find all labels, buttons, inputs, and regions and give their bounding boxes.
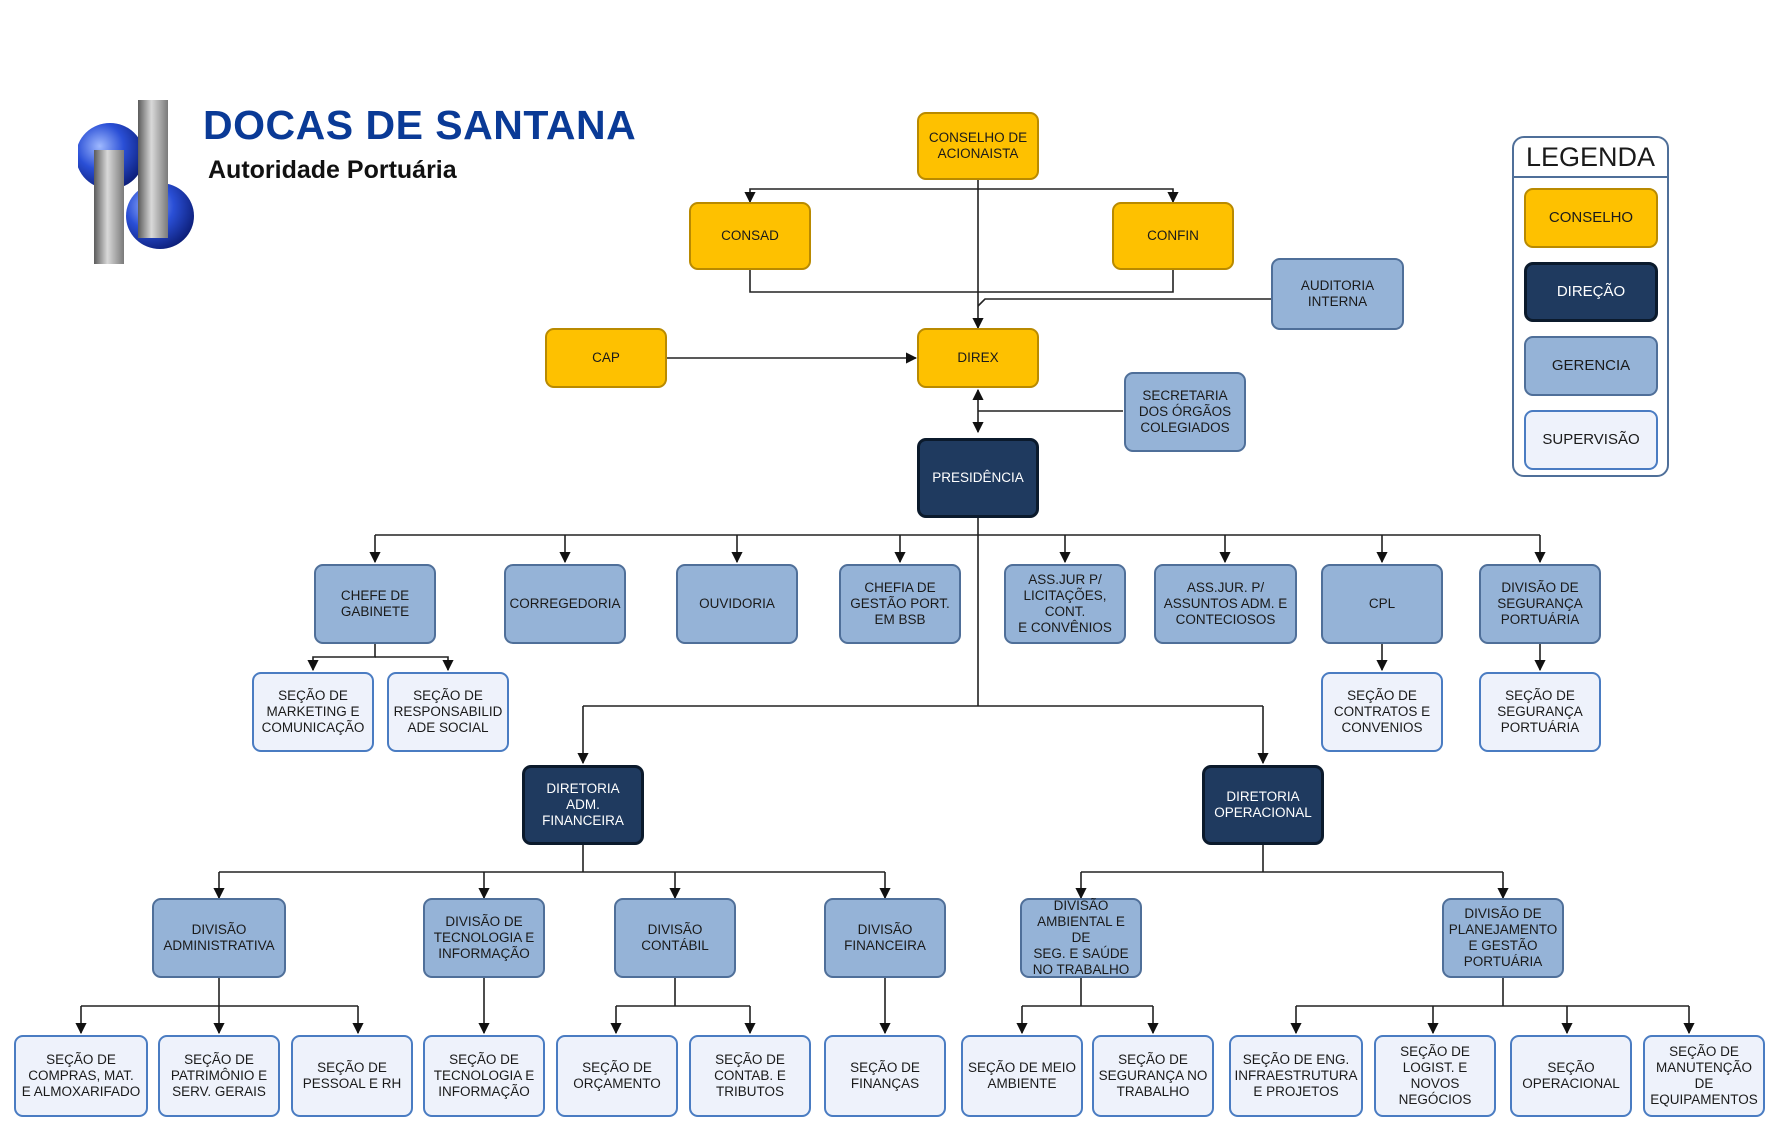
node-consad[interactable]: CONSAD (689, 202, 811, 270)
node-assjur-adm[interactable]: ASS.JUR. P/ ASSUNTOS ADM. E CONTECIOSOS (1154, 564, 1297, 644)
node-secao-seguranca-trabalho[interactable]: SEÇÃO DE SEGURANÇA NO TRABALHO (1092, 1035, 1214, 1117)
node-secao-orcamento[interactable]: SEÇÃO DE ORÇAMENTO (556, 1035, 678, 1117)
node-conselho-acionista[interactable]: CONSELHO DE ACIONAISTA (917, 112, 1039, 180)
legend-item-direcao: DIREÇÃO (1524, 262, 1658, 322)
node-secao-patrimonio[interactable]: SEÇÃO DE PATRIMÔNIO E SERV. GERAIS (158, 1035, 280, 1117)
node-secao-contratos[interactable]: SEÇÃO DE CONTRATOS E CONVENIOS (1321, 672, 1443, 752)
node-secao-contab-tributos[interactable]: SEÇÃO DE CONTAB. E TRIBUTOS (689, 1035, 811, 1117)
node-secao-eng-infraestrutura[interactable]: SEÇÃO DE ENG. INFRAESTRUTURA E PROJETOS (1229, 1035, 1363, 1117)
node-assjur-licitacoes[interactable]: ASS.JUR P/ LICITAÇÕES, CONT. E CONVÊNIOS (1004, 564, 1126, 644)
node-diretoria-operacional[interactable]: DIRETORIA OPERACIONAL (1202, 765, 1324, 845)
node-secao-pessoal[interactable]: SEÇÃO DE PESSOAL E RH (291, 1035, 413, 1117)
node-chefia-gestao-bsb[interactable]: CHEFIA DE GESTÃO PORT. EM BSB (839, 564, 961, 644)
node-cap[interactable]: CAP (545, 328, 667, 388)
node-secao-manutencao[interactable]: SEÇÃO DE MANUTENÇÃO DE EQUIPAMENTOS (1643, 1035, 1765, 1117)
node-confin[interactable]: CONFIN (1112, 202, 1234, 270)
node-secao-responsabilidade-social[interactable]: SEÇÃO DE RESPONSABILID ADE SOCIAL (387, 672, 509, 752)
node-secao-financas[interactable]: SEÇÃO DE FINANÇAS (824, 1035, 946, 1117)
node-divisao-contabil[interactable]: DIVISÃO CONTÁBIL (614, 898, 736, 978)
node-diretoria-adm-financeira[interactable]: DIRETORIA ADM. FINANCEIRA (522, 765, 644, 845)
node-divisao-tecnologia[interactable]: DIVISÃO DE TECNOLOGIA E INFORMAÇÃO (423, 898, 545, 978)
docas-de-santana-logo (78, 100, 194, 264)
node-chefe-de-gabinete[interactable]: CHEFE DE GABINETE (314, 564, 436, 644)
node-cpl[interactable]: CPL (1321, 564, 1443, 644)
connector-consad-direx (749, 270, 978, 293)
node-direx[interactable]: DIREX (917, 328, 1039, 388)
connector-chefe-children-b (375, 656, 454, 672)
legend: LEGENDA CONSELHO DIREÇÃO GERENCIA SUPERV… (1512, 136, 1669, 477)
connector-conselho-confin (978, 188, 1179, 204)
node-secao-operacional[interactable]: SEÇÃO OPERACIONAL (1510, 1035, 1632, 1117)
connector-auditoria-direx (977, 298, 1271, 307)
node-auditoria-interna[interactable]: AUDITORIA INTERNA (1271, 258, 1404, 330)
legend-item-conselho: CONSELHO (1524, 188, 1658, 248)
node-ouvidoria[interactable]: OUVIDORIA (676, 564, 798, 644)
connector-conselho-consad (744, 180, 979, 204)
node-presidencia[interactable]: PRESIDÊNCIA (917, 438, 1039, 518)
node-divisao-ambiental[interactable]: DIVISÃO AMBIENTAL E DE SEG. E SAÚDE NO T… (1020, 898, 1142, 978)
node-secao-marketing[interactable]: SEÇÃO DE MARKETING E COMUNICAÇÃO (252, 672, 374, 752)
node-secao-meio-ambiente[interactable]: SEÇÃO DE MEIO AMBIENTE (961, 1035, 1083, 1117)
connector-chefe-children (307, 644, 376, 672)
node-divisao-administrativa[interactable]: DIVISÃO ADMINISTRATIVA (152, 898, 286, 978)
legend-item-gerencia: GERENCIA (1524, 336, 1658, 396)
connector-confin-direx (978, 270, 1174, 293)
node-secretaria-orgaos-colegiados[interactable]: SECRETARIA DOS ÓRGÃOS COLEGIADOS (1124, 372, 1246, 452)
node-divisao-planejamento[interactable]: DIVISÃO DE PLANEJAMENTO E GESTÃO PORTUÁR… (1442, 898, 1564, 978)
node-secao-logistica[interactable]: SEÇÃO DE LOGIST. E NOVOS NEGÓCIOS (1374, 1035, 1496, 1117)
node-secao-compras[interactable]: SEÇÃO DE COMPRAS, MAT. E ALMOXARIFADO (14, 1035, 148, 1117)
node-corregedoria[interactable]: CORREGEDORIA (504, 564, 626, 644)
brand-subtitle: Autoridade Portuária (208, 156, 457, 184)
node-secao-tecnologia[interactable]: SEÇÃO DE TECNOLOGIA E INFORMAÇÃO (423, 1035, 545, 1117)
node-secao-seguranca-portuaria[interactable]: SEÇÃO DE SEGURANÇA PORTUÁRIA (1479, 672, 1601, 752)
node-divisao-financeira[interactable]: DIVISÃO FINANCEIRA (824, 898, 946, 978)
legend-title: LEGENDA (1514, 142, 1667, 178)
node-divisao-seguranca-portuaria[interactable]: DIVISÃO DE SEGURANÇA PORTUÁRIA (1479, 564, 1601, 644)
legend-item-supervisao: SUPERVISÃO (1524, 410, 1658, 470)
brand-title: DOCAS DE SANTANA (203, 102, 637, 148)
